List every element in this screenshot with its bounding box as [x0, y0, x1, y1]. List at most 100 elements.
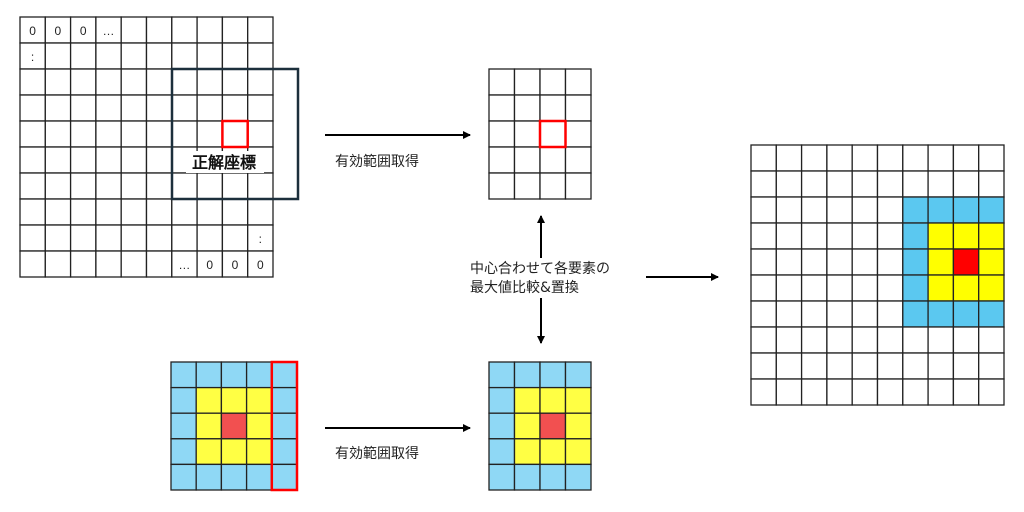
grid-cell: [750, 248, 777, 276]
cell-value: 0: [232, 258, 239, 272]
grid-cell: [247, 172, 274, 200]
grid-cell: [513, 94, 541, 122]
grid-cell: [488, 68, 516, 96]
grid-cell: [876, 222, 904, 250]
grid-cell: [120, 94, 148, 122]
grid-cell: [44, 250, 72, 278]
grid-cell: [44, 68, 72, 96]
grid-cell: [513, 361, 541, 389]
grid-cell: [488, 120, 516, 148]
grid-cell: [927, 300, 955, 328]
grid-cell: [978, 144, 1005, 172]
grid-cell: [851, 274, 879, 302]
grid-cell: [120, 198, 148, 226]
grid-cell: [826, 144, 853, 172]
grid-cell: [851, 378, 879, 406]
grid-cell: [876, 144, 904, 172]
grid-cell: [952, 144, 980, 172]
grid-cell: [196, 120, 224, 148]
grid-cell: [95, 94, 122, 122]
grid-cell: [221, 16, 249, 44]
grid-cell: [902, 378, 929, 406]
grid-cell: [851, 352, 879, 380]
grid-cell: [539, 412, 567, 440]
grid-cell: [44, 42, 72, 70]
grid-cell: [775, 326, 803, 354]
grid-cell: [19, 224, 46, 252]
grid-cell: [196, 198, 224, 226]
cell-value: :: [31, 50, 34, 64]
grid-cell: [800, 144, 828, 172]
grid-cell: [513, 146, 541, 174]
grid-cell: [876, 248, 904, 276]
grid-cell: [902, 144, 929, 172]
grid-cell: [488, 386, 516, 414]
grid-cell: [564, 172, 592, 200]
grid-cell: [220, 412, 248, 440]
grid-cell: [170, 463, 197, 491]
grid-cell: [513, 120, 541, 148]
grid-cell: [247, 120, 274, 148]
grid-cell: [247, 198, 274, 226]
grid-cell: [69, 172, 97, 200]
grid-cell: [876, 196, 904, 224]
cell-value: 0: [257, 258, 264, 272]
grid-cell: [927, 274, 955, 302]
grid-cell: [826, 300, 853, 328]
grid-cell: [826, 248, 853, 276]
grid-cell: [927, 196, 955, 224]
grid-cell: [196, 42, 224, 70]
grid-cell: [247, 224, 274, 252]
grid-cell: [826, 170, 853, 198]
grid-cell: [221, 224, 249, 252]
grid-cell: [170, 412, 197, 440]
grid-cell: [902, 352, 929, 380]
grid-cell: [19, 120, 46, 148]
grid-cell: [145, 224, 173, 252]
center-cell-highlight: [538, 119, 567, 149]
grid-cell: [513, 172, 541, 200]
grid-cell: [220, 438, 248, 466]
grid-cell: [775, 300, 803, 328]
grid-cell: [120, 120, 148, 148]
grid-cell: [271, 412, 298, 440]
grid-cell: [978, 378, 1005, 406]
grid-cell: [221, 198, 249, 226]
grid-cell: [851, 300, 879, 328]
cell-value: …: [103, 24, 115, 38]
cell-value: 0: [80, 24, 87, 38]
grid-cell: [851, 248, 879, 276]
grid-cell: [750, 196, 777, 224]
grid-cell: [902, 170, 929, 198]
cropped-map-grid: [488, 68, 592, 200]
grid-cell: [539, 361, 567, 389]
grid-cell: [952, 248, 980, 276]
grid-cell: [826, 378, 853, 406]
grid-cell: [245, 412, 273, 440]
grid-cell: [539, 463, 567, 491]
grid-cell: [44, 172, 72, 200]
cell-value: 0: [29, 24, 36, 38]
grid-cell: [488, 412, 516, 440]
compare-label-line1: 中心合わせて各要素の: [470, 261, 610, 277]
cropped-kernel-grid: [488, 361, 592, 491]
grid-cell: [952, 378, 980, 406]
grid-cell: [952, 274, 980, 302]
grid-cell: [978, 248, 1005, 276]
grid-cell: [170, 438, 197, 466]
grid-cell: [775, 378, 803, 406]
grid-cell: [750, 144, 777, 172]
grid-cell: [247, 16, 274, 44]
ground-truth-label: 正解座標: [192, 153, 256, 172]
grid-cell: [952, 300, 980, 328]
grid-cell: [775, 144, 803, 172]
grid-cell: [902, 248, 929, 276]
grid-cell: [775, 274, 803, 302]
grid-cell: [196, 16, 224, 44]
grid-cell: [750, 300, 777, 328]
grid-cell: [245, 361, 273, 389]
grid-cell: [775, 222, 803, 250]
grid-cell: [902, 326, 929, 354]
